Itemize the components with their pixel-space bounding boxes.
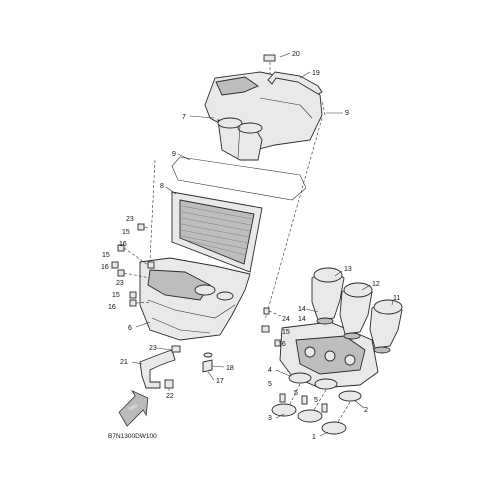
vent-tube <box>267 71 323 95</box>
callout-number: 1 <box>312 434 316 441</box>
callout-number: 2 <box>364 407 368 414</box>
callout-number: 23 <box>126 216 134 223</box>
airbox-cover <box>204 71 323 161</box>
air-filter-element <box>171 191 263 273</box>
callout-number: 3 <box>268 415 272 422</box>
callout-number: 8 <box>160 183 164 190</box>
callout-number: 13 <box>344 266 352 273</box>
callout-number: 5 <box>268 381 272 388</box>
callout-number: 4 <box>268 367 272 374</box>
callout-number: 11 <box>393 295 400 302</box>
callout-number: 18 <box>226 365 234 372</box>
callout-number: 22 <box>166 393 174 400</box>
callout-number: 7 <box>182 114 186 121</box>
fastener-group-right <box>261 307 282 347</box>
front-arrow-label: FWD <box>128 403 138 412</box>
callout-number: 14 <box>298 306 306 313</box>
callout-number: 16 <box>119 241 127 248</box>
callout-number: 5 <box>294 390 298 397</box>
callout-number: 12 <box>372 281 380 288</box>
callout-number: 20 <box>292 51 300 58</box>
callout-number: 17 <box>216 378 224 385</box>
callout-number: 16 <box>101 264 109 271</box>
callout-number: 6 <box>128 325 132 332</box>
diagram-code: B7N1300DW100 <box>108 433 157 440</box>
callout-number: 14 <box>298 316 306 323</box>
callout-number: 24 <box>282 316 290 323</box>
intake-funnel-13 <box>311 267 345 321</box>
callout-number: 16 <box>108 304 116 311</box>
front-direction-arrow-icon: FWD <box>118 389 149 427</box>
seal-gasket <box>171 156 307 201</box>
airbox-case <box>139 257 251 341</box>
callout-labels: 20 19 9 7 9 8 23 15 16 15 16 23 15 16 6 … <box>101 51 400 441</box>
grommet-parts <box>202 352 213 373</box>
intake-funnel-12 <box>339 282 373 335</box>
intake-funnel-11 <box>369 299 403 349</box>
callout-number: 15 <box>122 229 130 236</box>
intake-joints <box>271 372 362 435</box>
callout-number: 23 <box>149 345 157 352</box>
drain-hose <box>139 345 181 389</box>
fastener-group-left <box>111 223 155 307</box>
small-clip-top <box>263 54 276 74</box>
callout-number: 19 <box>312 70 320 77</box>
callout-number: 16 <box>278 341 286 348</box>
callout-number: 21 <box>120 359 128 366</box>
callout-number: 9 <box>345 110 349 117</box>
callout-number: 9 <box>172 151 176 158</box>
callout-number: 5 <box>314 397 318 404</box>
callout-number: 23 <box>116 280 124 287</box>
callout-number: 15 <box>112 292 120 299</box>
callout-number: 15 <box>102 252 110 259</box>
callout-number: 15 <box>282 329 290 336</box>
